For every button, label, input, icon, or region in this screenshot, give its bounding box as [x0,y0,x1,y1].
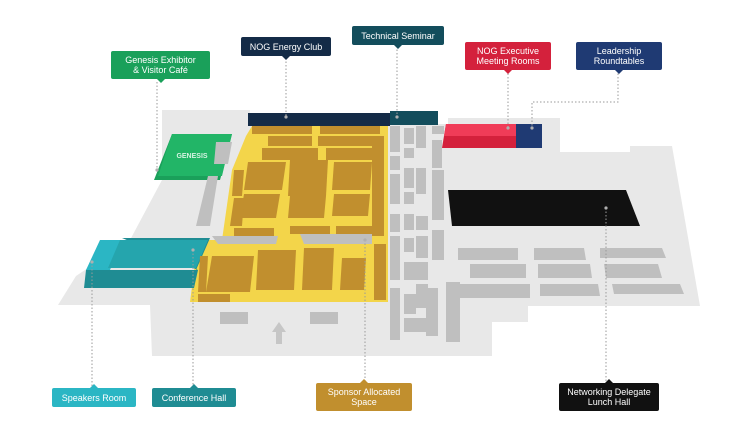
sponsor-booths [198,126,386,302]
label-technical-seminar[interactable]: Technical Seminar [352,26,444,49]
leader-dots [90,115,608,264]
technical-seminar-area[interactable] [390,111,438,125]
label-networking-line2: Lunch Hall [587,397,631,407]
nog-executive-meeting-rooms-top [444,124,518,136]
leader-lines [91,46,619,390]
label-genesis-line1: Genesis Exhibitor [125,55,196,65]
label-sponsor-allocated-space[interactable]: Sponsor Allocated Space [316,379,412,411]
label-sponsor-line2: Space [351,397,377,407]
label-leadership-line1: Leadership [596,46,642,56]
conference-hall-top [108,240,208,268]
label-leadership-line2: Roundtables [593,56,645,66]
label-executive-line1: NOG Executive [476,46,540,56]
label-genesis[interactable]: Genesis Exhibitor & Visitor Café [111,51,210,83]
leadership-roundtables-area[interactable] [516,124,542,148]
genesis-cafe-top [158,134,232,176]
up-arrow-icon [272,322,286,344]
label-conference-line1: Conference Hall [161,392,227,403]
label-genesis-line2: & Visitor Café [133,65,188,75]
label-leadership-roundtables[interactable]: Leadership Roundtables [576,42,662,74]
label-energy-club-line1: NOG Energy Club [249,41,323,52]
label-sponsor-line1: Sponsor Allocated [327,387,401,397]
genesis-logo-text: GENESIS [176,153,207,160]
label-executive-meeting-rooms[interactable]: NOG Executive Meeting Rooms [465,42,551,74]
label-speakers-room[interactable]: Speakers Room [52,384,136,407]
label-networking-line1: Networking Delegate [567,387,651,397]
generic-booths [196,126,684,342]
label-technical-seminar-line1: Technical Seminar [361,30,435,41]
label-executive-line2: Meeting Rooms [476,56,540,66]
label-conference-hall[interactable]: Conference Hall [152,384,236,407]
label-speakers-line1: Speakers Room [61,392,127,403]
nog-energy-club-area[interactable] [248,113,390,126]
label-energy-club[interactable]: NOG Energy Club [241,37,331,60]
networking-lunch-hall-area[interactable] [448,190,640,226]
label-networking-lunch-hall[interactable]: Networking Delegate Lunch Hall [559,379,659,411]
